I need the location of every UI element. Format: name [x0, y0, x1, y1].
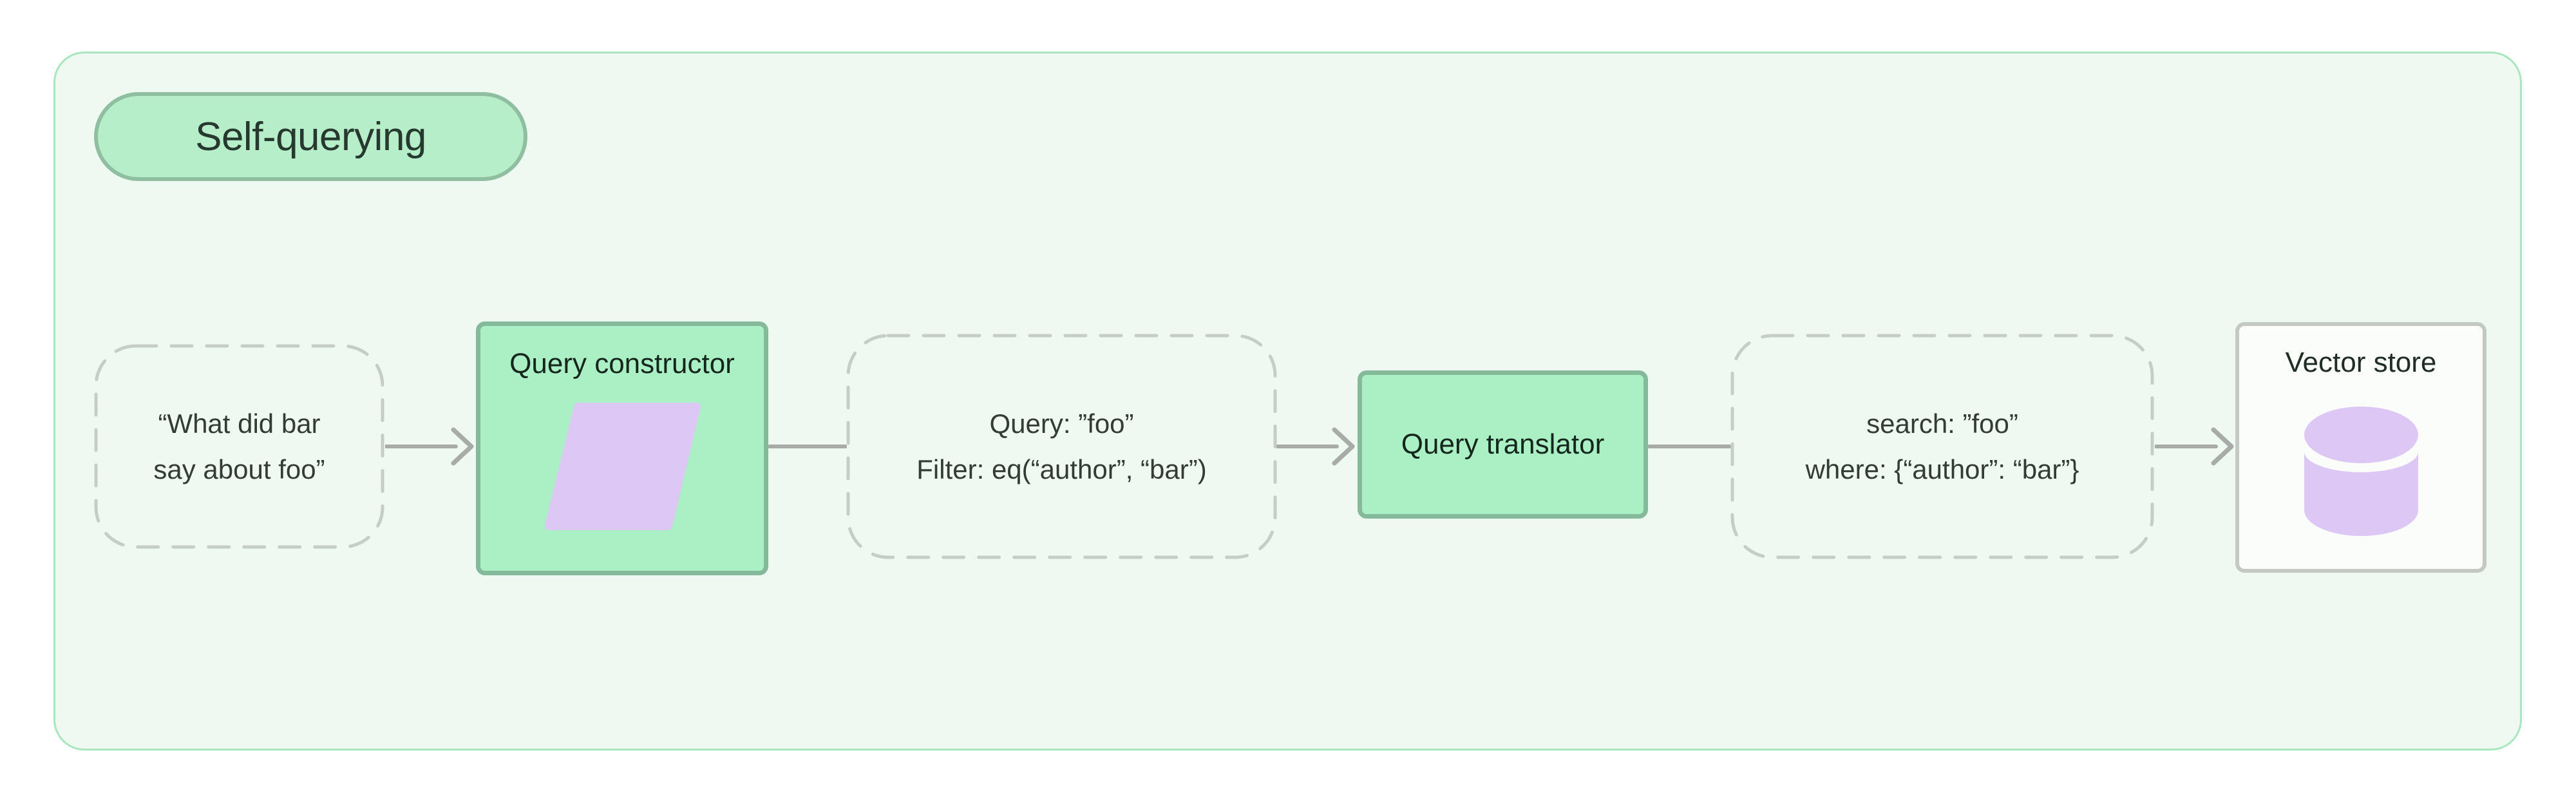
connector-line-constructor-to-structured-query: [768, 445, 847, 448]
node-query-translator: Query translator: [1358, 370, 1648, 519]
node-user-query: “What did bar say about foo”: [93, 343, 385, 550]
query-translator-label: Query translator: [1401, 428, 1605, 460]
database-icon: [2304, 407, 2418, 536]
translated-query-line-2: where: {“author”: “bar”}: [1805, 454, 2079, 484]
diagram-title: Self-querying: [195, 114, 426, 159]
structured-query-line-1: Query: ”foo”: [989, 408, 1134, 439]
dashed-border: [1730, 334, 2154, 559]
dashed-border: [94, 344, 384, 549]
node-query-constructor: Query constructor: [476, 321, 768, 575]
user-query-line-1: “What did bar: [158, 408, 321, 439]
arrowhead-icon: [2211, 427, 2234, 466]
arrowhead-icon: [1332, 427, 1355, 466]
query-constructor-label: Query constructor: [509, 348, 735, 379]
dashed-border: [846, 334, 1277, 559]
arrowhead-icon: [451, 427, 474, 466]
node-vector-store: Vector store: [2235, 322, 2486, 573]
connector-line-translator-to-translated-query: [1648, 445, 1731, 448]
vector-store-label: Vector store: [2285, 347, 2437, 378]
node-translated-query: search: ”foo” where: {“author”: “bar”}: [1730, 333, 2155, 560]
self-querying-diagram-container: Self-querying “What did bar say about fo…: [53, 52, 2522, 751]
node-structured-query: Query: ”foo” Filter: eq(“author”, “bar”): [846, 333, 1278, 560]
user-query-line-2: say about foo”: [153, 454, 325, 484]
connector-arrow-structured-query-to-translator: [1276, 427, 1355, 466]
structured-query-line-2: Filter: eq(“author”, “bar”): [916, 454, 1207, 484]
parallelogram-icon: [545, 403, 701, 530]
translated-query-line-1: search: ”foo”: [1866, 408, 2018, 439]
connector-arrow-translated-query-to-vector-store: [2155, 427, 2234, 466]
connector-arrow-user-query-to-constructor: [385, 427, 474, 466]
diagram-title-badge: Self-querying: [94, 92, 527, 181]
